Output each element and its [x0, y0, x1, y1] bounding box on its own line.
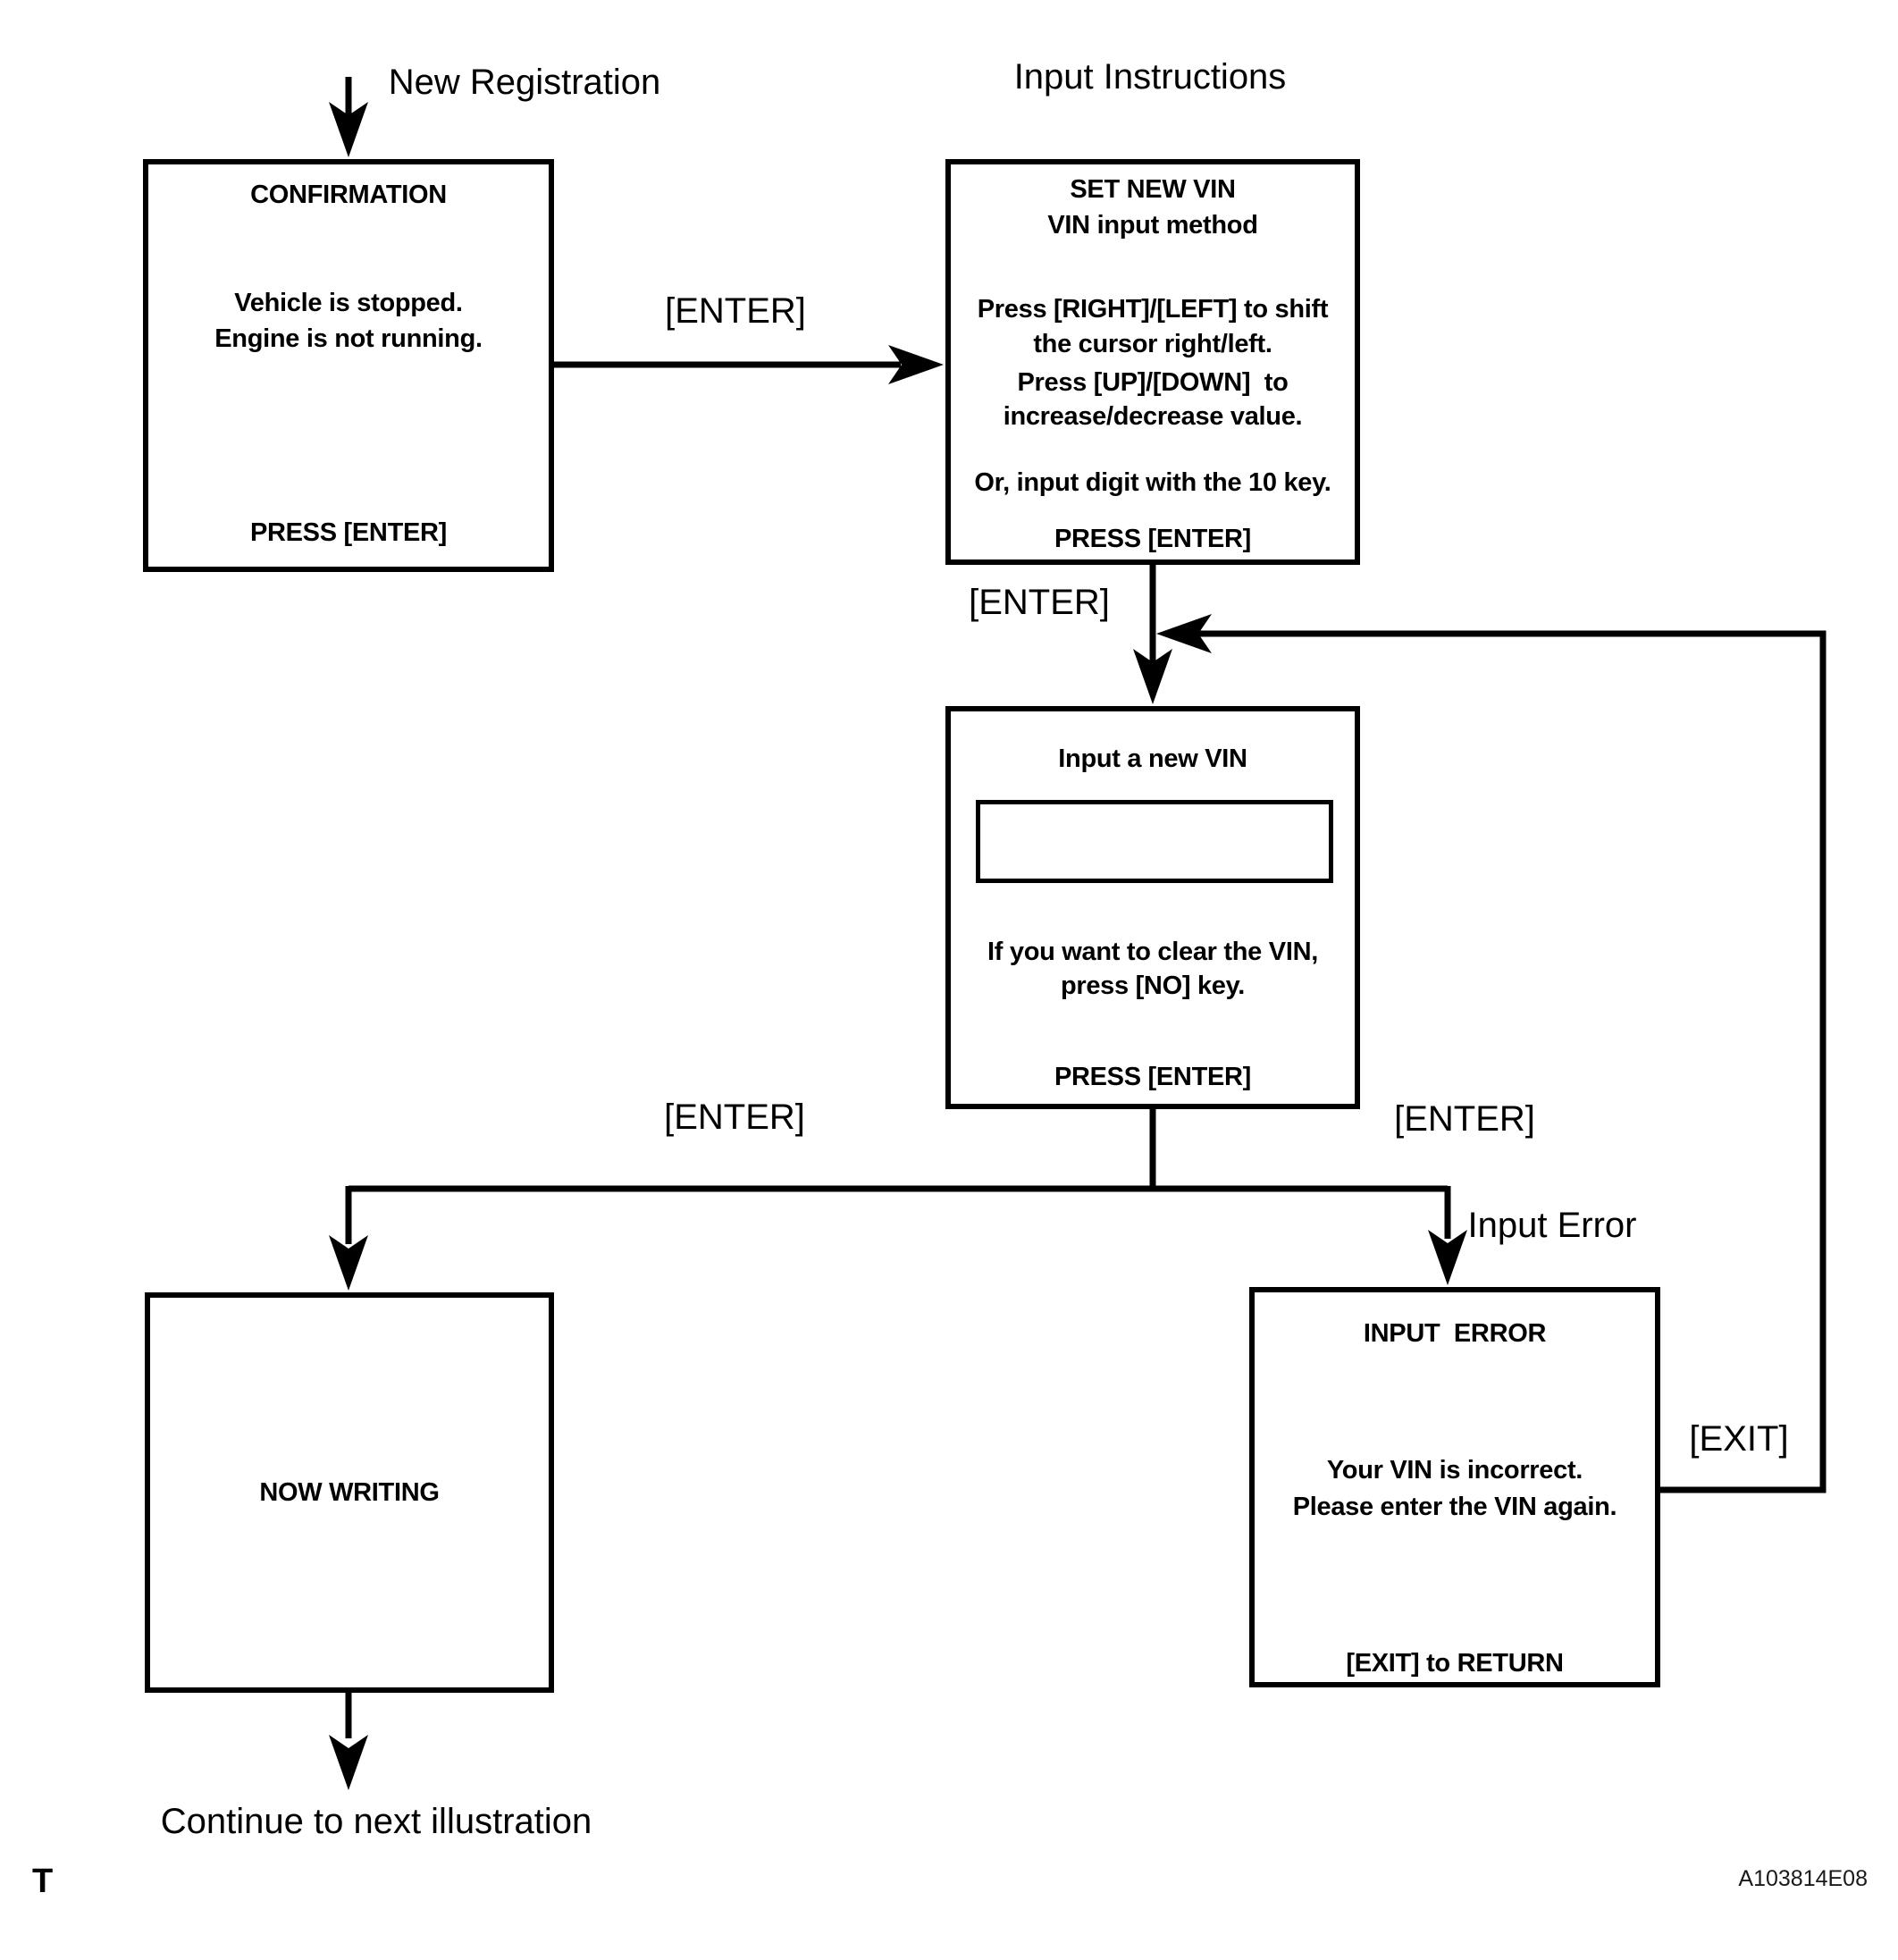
arrow-enter-to-set-vin [554, 345, 944, 384]
input-error-line1: Your VIN is incorrect. [1326, 1456, 1583, 1485]
page-marker-t: T [32, 1863, 54, 1900]
set-new-vin-line4: increase/decrease value. [1003, 402, 1303, 431]
arrow-new-registration [329, 77, 368, 157]
now-writing-title: NOW WRITING [259, 1478, 440, 1507]
input-new-vin-title: Input a new VIN [1058, 744, 1247, 773]
input-new-vin-screen-box: Input a new VIN If you want to clear the… [945, 706, 1360, 1109]
arrow-branch-to-now-writing [329, 1186, 368, 1291]
set-new-vin-line5: Or, input digit with the 10 key. [974, 468, 1331, 497]
set-new-vin-screen-box: SET NEW VIN VIN input method Press [RIGH… [945, 159, 1360, 565]
arrow-continue-next [329, 1693, 368, 1790]
input-new-vin-line1: If you want to clear the VIN, [987, 938, 1318, 966]
set-new-vin-title2: VIN input method [1047, 211, 1258, 240]
input-error-screen-box: INPUT ERROR Your VIN is incorrect. Pleas… [1249, 1287, 1660, 1687]
arrow-enter-to-input-vin [1133, 565, 1172, 704]
input-new-vin-line2: press [NO] key. [1060, 972, 1246, 1000]
figure-code: A103814E08 [1738, 1866, 1868, 1891]
set-new-vin-line1: Press [RIGHT]/[LEFT] to shift [977, 295, 1329, 324]
input-error-flow-label: Input Error [1467, 1206, 1637, 1245]
confirmation-title: CONFIRMATION [250, 181, 447, 209]
set-new-vin-line3: Press [UP]/[DOWN] to [1017, 368, 1289, 397]
input-new-vin-press-enter: PRESS [ENTER] [1054, 1063, 1252, 1091]
set-new-vin-title1: SET NEW VIN [1070, 175, 1236, 204]
input-error-line2: Please enter the VIN again. [1292, 1493, 1617, 1521]
exit-return-line [1156, 614, 1827, 1493]
confirmation-line2: Engine is not running. [214, 324, 483, 353]
enter-label-mid: [ENTER] [969, 583, 1110, 622]
new-registration-label: New Registration [388, 63, 661, 102]
input-error-exit-return: [EXIT] to RETURN [1346, 1649, 1564, 1678]
confirmation-screen-box: CONFIRMATION Vehicle is stopped. Engine … [143, 159, 554, 572]
branch-split-line [349, 1109, 1448, 1192]
exit-flow-label: [EXIT] [1689, 1419, 1789, 1459]
arrow-branch-to-input-error [1428, 1186, 1467, 1285]
input-instructions-label: Input Instructions [1013, 57, 1287, 97]
continue-next-label: Continue to next illustration [160, 1802, 592, 1841]
confirmation-line1: Vehicle is stopped. [234, 289, 463, 317]
confirmation-press-enter: PRESS [ENTER] [249, 518, 448, 547]
vin-input-field [976, 800, 1333, 883]
enter-label-top: [ENTER] [665, 291, 806, 331]
input-error-title: INPUT ERROR [1363, 1319, 1547, 1348]
set-new-vin-line2: the cursor right/left. [1033, 330, 1272, 358]
now-writing-screen-box: NOW WRITING [145, 1292, 554, 1693]
set-new-vin-press-enter: PRESS [ENTER] [1054, 525, 1252, 553]
enter-label-left: [ENTER] [664, 1098, 805, 1137]
enter-label-right: [ENTER] [1394, 1099, 1535, 1139]
